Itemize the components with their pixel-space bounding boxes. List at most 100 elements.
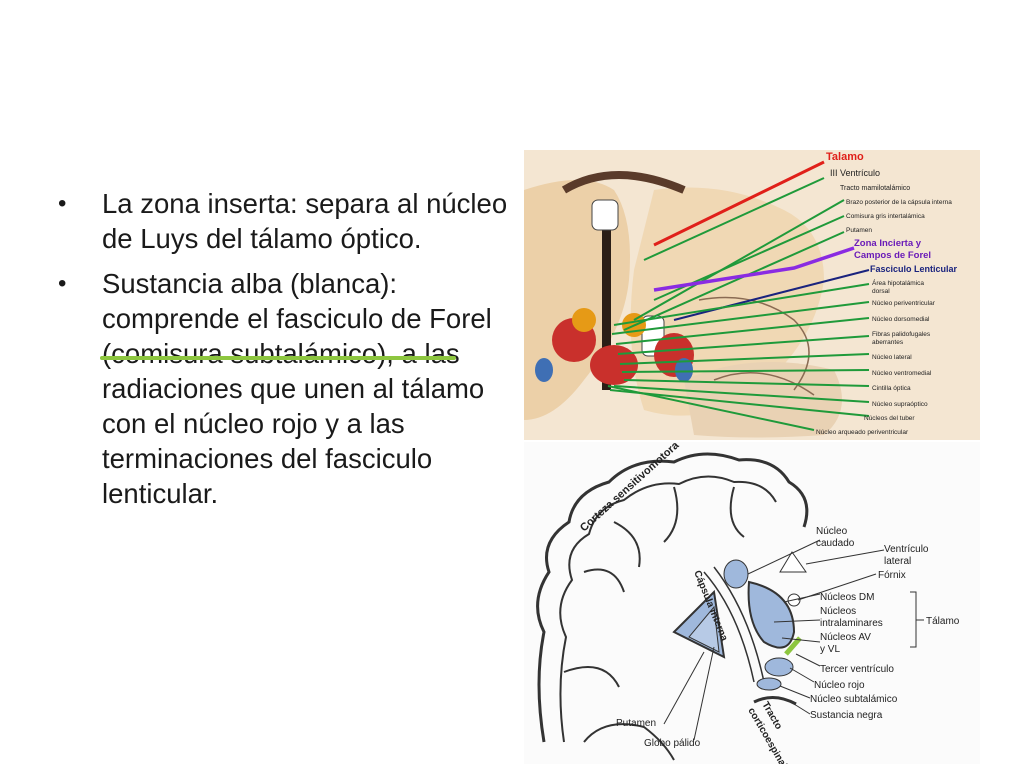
- third-ventricle: [602, 210, 611, 390]
- nucleus-blue-right: [675, 358, 693, 382]
- label-nucleos-tuber: Núcleos del tuber: [864, 415, 915, 422]
- temporal-tissue: [684, 362, 842, 438]
- leader-line: [781, 637, 821, 643]
- temporal-outline: [583, 723, 675, 761]
- label-cintilla-optica: Cintilla óptica: [872, 385, 911, 392]
- nucleus-orange-left: [572, 308, 596, 332]
- label-nucleo-dorsomedial: Núcleo dorsomedial: [872, 316, 930, 323]
- label-fasciculo-lenticular: Fasciculo Lenticular: [870, 264, 958, 274]
- pointer-line: [633, 199, 845, 321]
- leader-line: [793, 703, 811, 715]
- pointer-line: [611, 301, 870, 335]
- label-ventriculo-1: Ventrículo: [884, 544, 929, 555]
- gyrus-fold: [713, 371, 815, 396]
- bullet-list: • La zona inserta: separa al núcleo de L…: [58, 186, 518, 521]
- sulcus: [583, 568, 625, 593]
- label-nucleo-periventricular: Núcleo periventricular: [872, 300, 936, 307]
- nucleo-rojo-shape: [764, 657, 794, 677]
- pointer-fasciculo: [673, 269, 870, 321]
- label-tercer-ventriculo: Tercer ventrículo: [820, 664, 894, 675]
- bullet-glyph: •: [58, 270, 67, 297]
- label-tracto-mamilotalamico: Tracto mamilotalámico: [840, 185, 910, 192]
- label-nucleos-av-1: Núcleos AV: [820, 632, 871, 643]
- label-nucleo-ventromedial: Núcleo ventromedial: [872, 370, 932, 377]
- lateral-ventricle: [779, 551, 807, 573]
- label-fornix: Fórnix: [878, 570, 906, 581]
- label-aberrantes: aberrantes: [872, 339, 904, 346]
- sulcus: [729, 486, 745, 538]
- capsule-line: [703, 571, 755, 683]
- label-sustancia-negra: Sustancia negra: [810, 710, 883, 721]
- pointer-line: [623, 231, 845, 331]
- pointer-line: [613, 385, 870, 403]
- cortex-outline: [536, 452, 809, 743]
- figure-bottom-hemisphere: Corteza sensitivomotora Cápsula interna …: [524, 439, 980, 769]
- pointer-line: [613, 283, 870, 326]
- label-dorsal: dorsal: [872, 288, 890, 295]
- sulcus: [563, 666, 620, 688]
- label-nucleo-lateral: Núcleo lateral: [872, 354, 912, 361]
- label-talamo: Tálamo: [926, 616, 960, 627]
- label-nucleo-rojo: Núcleo rojo: [814, 680, 865, 691]
- leader-line: [783, 593, 821, 603]
- leader-line: [779, 685, 811, 699]
- bullet-text: Sustancia alba (blanca): comprende el fa…: [102, 268, 492, 509]
- label-nucleos-av-2: y VL: [820, 644, 840, 655]
- bullet-item-zona-inserta: • La zona inserta: separa al núcleo de L…: [58, 186, 518, 256]
- label-zona-incierta: Zona Incierta y: [854, 238, 922, 249]
- bullet-item-sustancia-alba: • Sustancia alba (blanca): comprende el …: [58, 266, 518, 511]
- label-nucleo-supraoptico: Núcleo supraóptico: [872, 401, 928, 408]
- nucleus-blue-left: [535, 358, 553, 382]
- label-nucleo-subtalamico: Núcleo subtalámico: [810, 694, 898, 705]
- fornix-left: [591, 199, 619, 231]
- pointer-line: [619, 353, 870, 365]
- pointer-line: [623, 379, 870, 387]
- label-brazo-posterior: Brazo posterior de la cápsula interna: [846, 199, 952, 206]
- highlight-mark: [784, 636, 802, 656]
- leader-line: [795, 653, 821, 667]
- pointer-line: [617, 335, 870, 355]
- leader-line: [663, 651, 705, 725]
- leader-line: [773, 619, 821, 623]
- sustancia-negra-shape: [753, 696, 797, 706]
- label-area-hipotalamica: Área hipotalámica: [872, 278, 924, 287]
- leader-line: [747, 539, 821, 575]
- label-nucleo-caudado-2: caudado: [816, 538, 855, 549]
- globo-palido-shape: [688, 605, 720, 653]
- leader-line: [693, 646, 715, 741]
- label-globo-palido: Globo pálido: [644, 738, 701, 749]
- nucleo-subtalamico-shape: [756, 677, 782, 691]
- nucleus-red-center: [590, 345, 638, 385]
- leader-line: [805, 549, 885, 565]
- thalamus-shape: [747, 580, 796, 649]
- capsule-line: [713, 566, 765, 683]
- green-underline-highlight: [100, 356, 456, 360]
- sulcus: [613, 521, 641, 568]
- caudate-nucleus: [723, 559, 749, 589]
- sulcus: [663, 486, 679, 543]
- pointer-talamo: [653, 160, 825, 247]
- gyrus-fold: [698, 296, 810, 391]
- label-iii-ventriculo: III Ventrículo: [830, 168, 880, 178]
- bullet-text: La zona inserta: separa al núcleo de Luy…: [102, 188, 508, 254]
- cortex-inner-outline: [559, 475, 777, 743]
- pointer-line: [643, 177, 825, 261]
- label-nucleos-intra-2: intralaminares: [820, 618, 883, 629]
- label-fibras-palidofugales: Fibras palidofugales: [872, 331, 931, 338]
- label-nucleo-caudado-1: Núcleo: [816, 526, 848, 537]
- label-nucleos-dm: Núcleos DM: [820, 592, 874, 603]
- pointer-line: [607, 385, 815, 431]
- pointer-zona-incierta: [653, 246, 855, 292]
- leader-line: [789, 667, 815, 683]
- label-nucleo-arqueado: Núcleo arqueado periventricular: [816, 429, 909, 436]
- label-comisura-gris: Comisura gris intertalámica: [846, 213, 925, 220]
- pointer-line: [621, 369, 870, 373]
- label-putamen: Putamen: [846, 227, 872, 234]
- label-talamo: Talamo: [826, 151, 864, 163]
- label-putamen: Putamen: [616, 718, 656, 729]
- label-nucleos-intra-1: Núcleos: [820, 606, 856, 617]
- bullet-glyph: •: [58, 190, 67, 217]
- corpus-arc: [561, 171, 686, 194]
- hemisphere-illustration: Corteza sensitivomotora Cápsula interna …: [524, 439, 980, 769]
- figure-top-diencephalon: Talamo III Ventrículo Tracto mamilotalám…: [524, 150, 980, 440]
